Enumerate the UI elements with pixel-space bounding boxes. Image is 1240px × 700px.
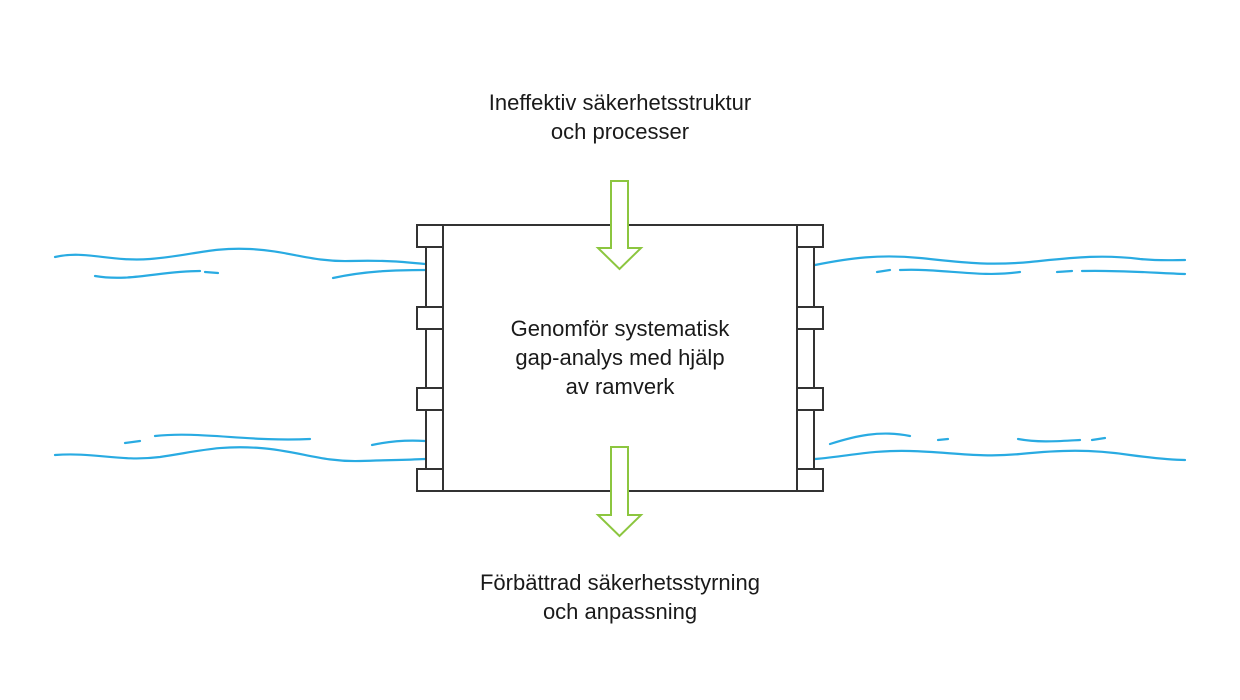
outcome-label: Förbättrad säkerhetsstyrning och anpassn… — [370, 568, 870, 626]
bridge-left-block-4 — [416, 468, 444, 492]
wave-right-bottom-3 — [1016, 437, 1082, 443]
wave-left-bottom-1 — [123, 439, 142, 445]
action-label-line1: Genomför systematisk — [510, 316, 730, 341]
bridge-right-block-3 — [796, 387, 824, 411]
arrow-down-icon-top — [595, 180, 644, 271]
bridge-right-block-1 — [796, 224, 824, 248]
problem-label: Ineffektiv säkerhetsstruktur och process… — [370, 88, 870, 146]
outcome-label-line2: och anpassning — [542, 599, 698, 624]
water-wave-icon-right — [813, 255, 1187, 462]
wave-right-bottom-5 — [813, 449, 1187, 462]
outcome-label-line1: Förbättrad säkerhetsstyrning — [479, 570, 761, 595]
action-label-line3: av ramverk — [565, 374, 675, 399]
arrow-down-icon-bottom — [595, 446, 644, 538]
action-label-line2: gap-analys med hjälp — [515, 345, 725, 370]
wave-right-bottom-1 — [828, 432, 912, 446]
bridge-left-post — [425, 246, 444, 470]
wave-right-top-5 — [1080, 269, 1187, 276]
bridge-icon — [416, 224, 824, 492]
wave-left-top-1 — [53, 247, 427, 266]
bridge-right-block-4 — [796, 468, 824, 492]
action-label: Genomför systematisk gap-analys med hjäl… — [445, 314, 795, 401]
bridge-left-block-3 — [416, 387, 444, 411]
wave-right-bottom-4 — [1090, 436, 1107, 442]
wave-right-top-1 — [813, 255, 1187, 267]
bridge-left-block-1 — [416, 224, 444, 248]
wave-right-top-2 — [875, 268, 892, 274]
wave-right-top-4 — [1055, 269, 1074, 274]
wave-right-bottom-2 — [936, 437, 950, 442]
wave-left-top-3 — [203, 270, 220, 275]
wave-right-top-3 — [898, 268, 1022, 276]
water-wave-icon-left — [53, 247, 427, 463]
wave-left-bottom-2 — [153, 433, 312, 441]
wave-left-bottom-3 — [370, 439, 427, 447]
bridge-right-block-2 — [796, 306, 824, 330]
wave-left-bottom-4 — [53, 446, 427, 463]
wave-left-top-2 — [93, 269, 202, 279]
problem-label-line2: och processer — [550, 119, 690, 144]
wave-left-top-4 — [331, 268, 427, 280]
problem-label-line1: Ineffektiv säkerhetsstruktur — [488, 90, 752, 115]
bridge-right-post — [796, 246, 815, 470]
bridge-left-block-2 — [416, 306, 444, 330]
